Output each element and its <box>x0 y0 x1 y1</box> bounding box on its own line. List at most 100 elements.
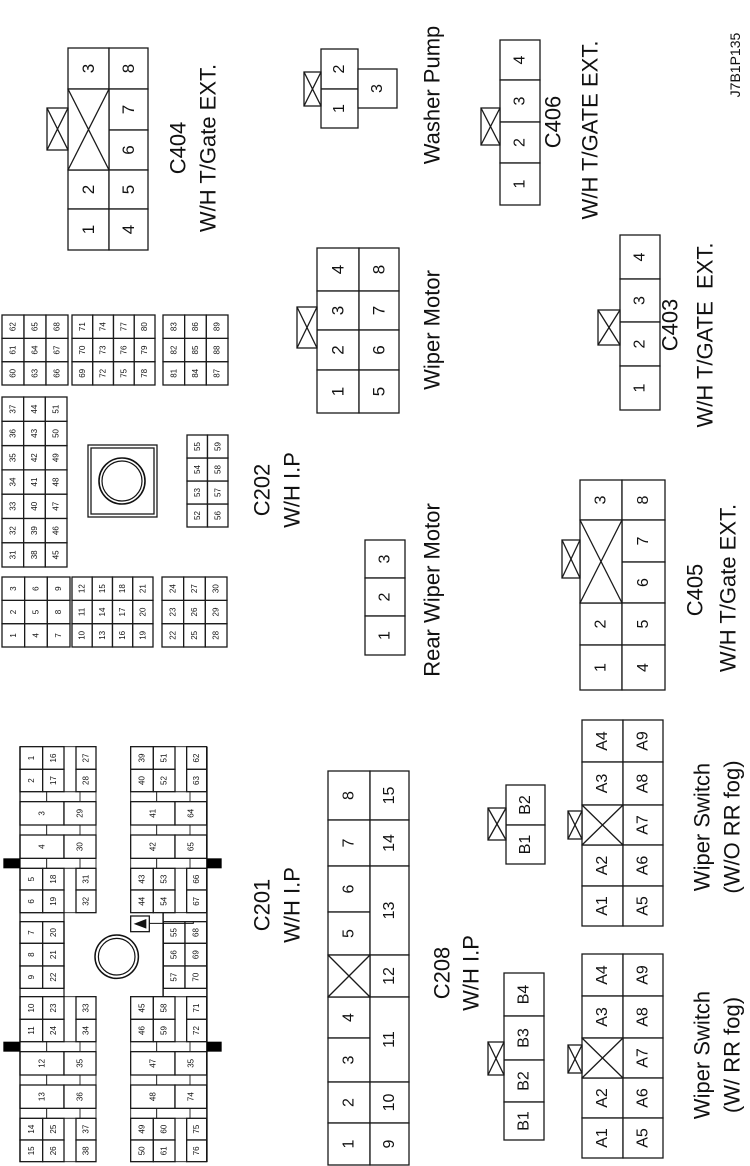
mounting-tab-icon <box>3 1041 20 1052</box>
pin-label: 4 <box>38 844 47 849</box>
pin-label: 8 <box>635 495 652 504</box>
pin: 7 <box>19 921 44 944</box>
pin-cell <box>63 801 97 826</box>
pin: 46 <box>130 1018 154 1043</box>
pin-label: 53 <box>193 488 202 497</box>
pin-label: 82 <box>169 345 178 354</box>
pin: 77 <box>112 314 135 339</box>
pin: 38 <box>75 1139 97 1163</box>
pin-label: 79 <box>140 345 149 354</box>
pin: 62 <box>186 746 208 770</box>
pin-label: 4 <box>632 252 649 261</box>
pin-cell <box>505 824 546 865</box>
pin: A9 <box>622 953 664 997</box>
pin: 6 <box>358 329 400 371</box>
pin: 5 <box>108 169 149 210</box>
c208-harness: W/H I.P <box>459 935 484 1011</box>
pin: 1 <box>364 615 406 656</box>
pin-label: 28 <box>212 630 221 639</box>
pin-cell <box>357 68 398 109</box>
pin-cell <box>152 768 176 793</box>
pin: 86 <box>184 314 207 339</box>
c201-frame-segment <box>46 1041 81 1053</box>
pin: 57 <box>162 965 186 989</box>
c404-harness: W/H T/Gate EXT. <box>196 64 221 232</box>
pin: 89 <box>205 314 229 339</box>
lock-latch-icon <box>561 539 581 579</box>
pin: 35 <box>1 444 25 471</box>
pin-label: 26 <box>190 607 199 616</box>
pin-label: 35 <box>186 1058 195 1067</box>
blocked-cavity <box>581 804 624 846</box>
pin: 39 <box>130 746 154 770</box>
pin-cell <box>327 1122 371 1166</box>
pin: 6 <box>108 129 149 171</box>
pin: 1 <box>327 1122 371 1166</box>
c201-frame-segment <box>46 857 81 869</box>
pin-label: 42 <box>30 453 39 462</box>
pin: 6 <box>24 576 48 601</box>
pin-label: 47 <box>52 501 61 510</box>
pin-label: 61 <box>9 345 18 354</box>
pin-label: 30 <box>76 842 85 851</box>
c201-frame-segment <box>174 867 188 914</box>
wiper-switch-wo-variant: (W/O RR fog) <box>720 760 745 893</box>
pin-label: 1 <box>9 633 18 638</box>
pin-label: 3 <box>593 495 610 504</box>
pin-label: 25 <box>190 630 199 639</box>
pin-label: 7 <box>370 306 389 315</box>
blocked-cavity <box>67 88 110 171</box>
pin-label: 64 <box>31 345 40 354</box>
pin: 45 <box>44 542 68 568</box>
pin-cell <box>204 576 228 601</box>
c403-title: C403 <box>658 299 683 352</box>
pin-label: 2 <box>9 609 18 614</box>
pin: 58 <box>152 996 176 1020</box>
pin-label: A4 <box>594 965 611 985</box>
c201-frame-segment <box>63 996 77 1043</box>
pin-cell <box>503 1059 545 1103</box>
pin-label: 13 <box>381 902 398 920</box>
pin-label: 57 <box>213 488 222 497</box>
pin-label: 16 <box>49 753 58 762</box>
pin-cell <box>621 479 666 521</box>
mounting-tab-icon <box>206 858 222 869</box>
pin-cell <box>358 369 400 414</box>
c201-frame-segment <box>79 824 97 836</box>
pin-label: 71 <box>78 322 87 331</box>
pin-label: 4 <box>32 633 41 638</box>
pin: 27 <box>183 576 206 601</box>
pin-label: 53 <box>160 874 169 883</box>
pin-label: A2 <box>594 1088 611 1108</box>
pin-cell <box>364 615 406 656</box>
pin: B2 <box>505 784 546 826</box>
c201-frame-segment <box>79 1041 97 1053</box>
c201-frame-segment <box>189 824 208 836</box>
pin-label: 69 <box>78 368 87 377</box>
pin-cell <box>205 314 229 339</box>
rear-wiper-motor-title: Rear Wiper Motor <box>420 503 445 677</box>
pin: 80 <box>133 314 156 339</box>
pin: A9 <box>622 719 664 763</box>
pin: 51 <box>44 396 68 422</box>
pin: 69 <box>71 361 94 386</box>
pin: 61 <box>1 337 25 363</box>
pin-label: 75 <box>119 368 128 377</box>
pin-label: 7 <box>54 633 63 638</box>
pin-label: 66 <box>192 874 201 883</box>
pin: 11 <box>19 1018 44 1043</box>
connector-washer: 213 <box>303 48 398 129</box>
pin: A6 <box>622 844 664 887</box>
c201-frame-segment <box>130 857 158 869</box>
pin: 29 <box>63 801 97 826</box>
pin-cell <box>46 576 71 601</box>
c201-frame-segment <box>130 824 158 836</box>
pin: 54 <box>186 457 209 482</box>
lock-latch-icon <box>567 1044 583 1074</box>
pin: 75 <box>186 1117 208 1141</box>
pin: 37 <box>1 396 25 422</box>
pin-label: 4 <box>635 663 652 672</box>
